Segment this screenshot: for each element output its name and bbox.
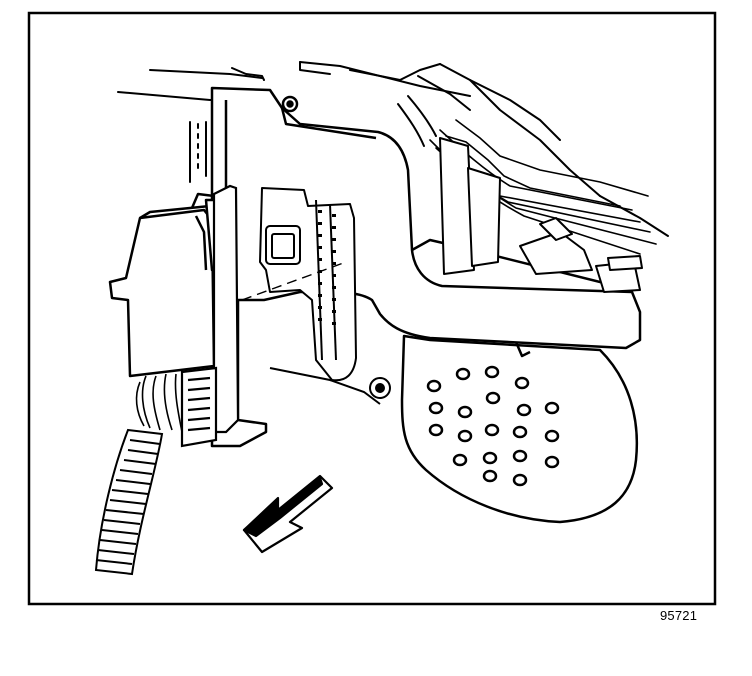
alignment-guide-line: [242, 262, 346, 300]
module-wires: [137, 374, 182, 432]
module-mount: [182, 186, 238, 446]
mounting-boss: [270, 368, 390, 404]
illustration-border: [29, 13, 715, 604]
corrugated-conduit: [96, 430, 162, 574]
harness-connector: [440, 138, 642, 292]
middle-connector: [260, 188, 356, 380]
figure-number: 95721: [660, 608, 698, 623]
grille-holes: [428, 367, 558, 485]
connector-pins: [318, 210, 336, 325]
removed-module: [110, 194, 224, 376]
removal-direction-arrow: [244, 476, 332, 552]
